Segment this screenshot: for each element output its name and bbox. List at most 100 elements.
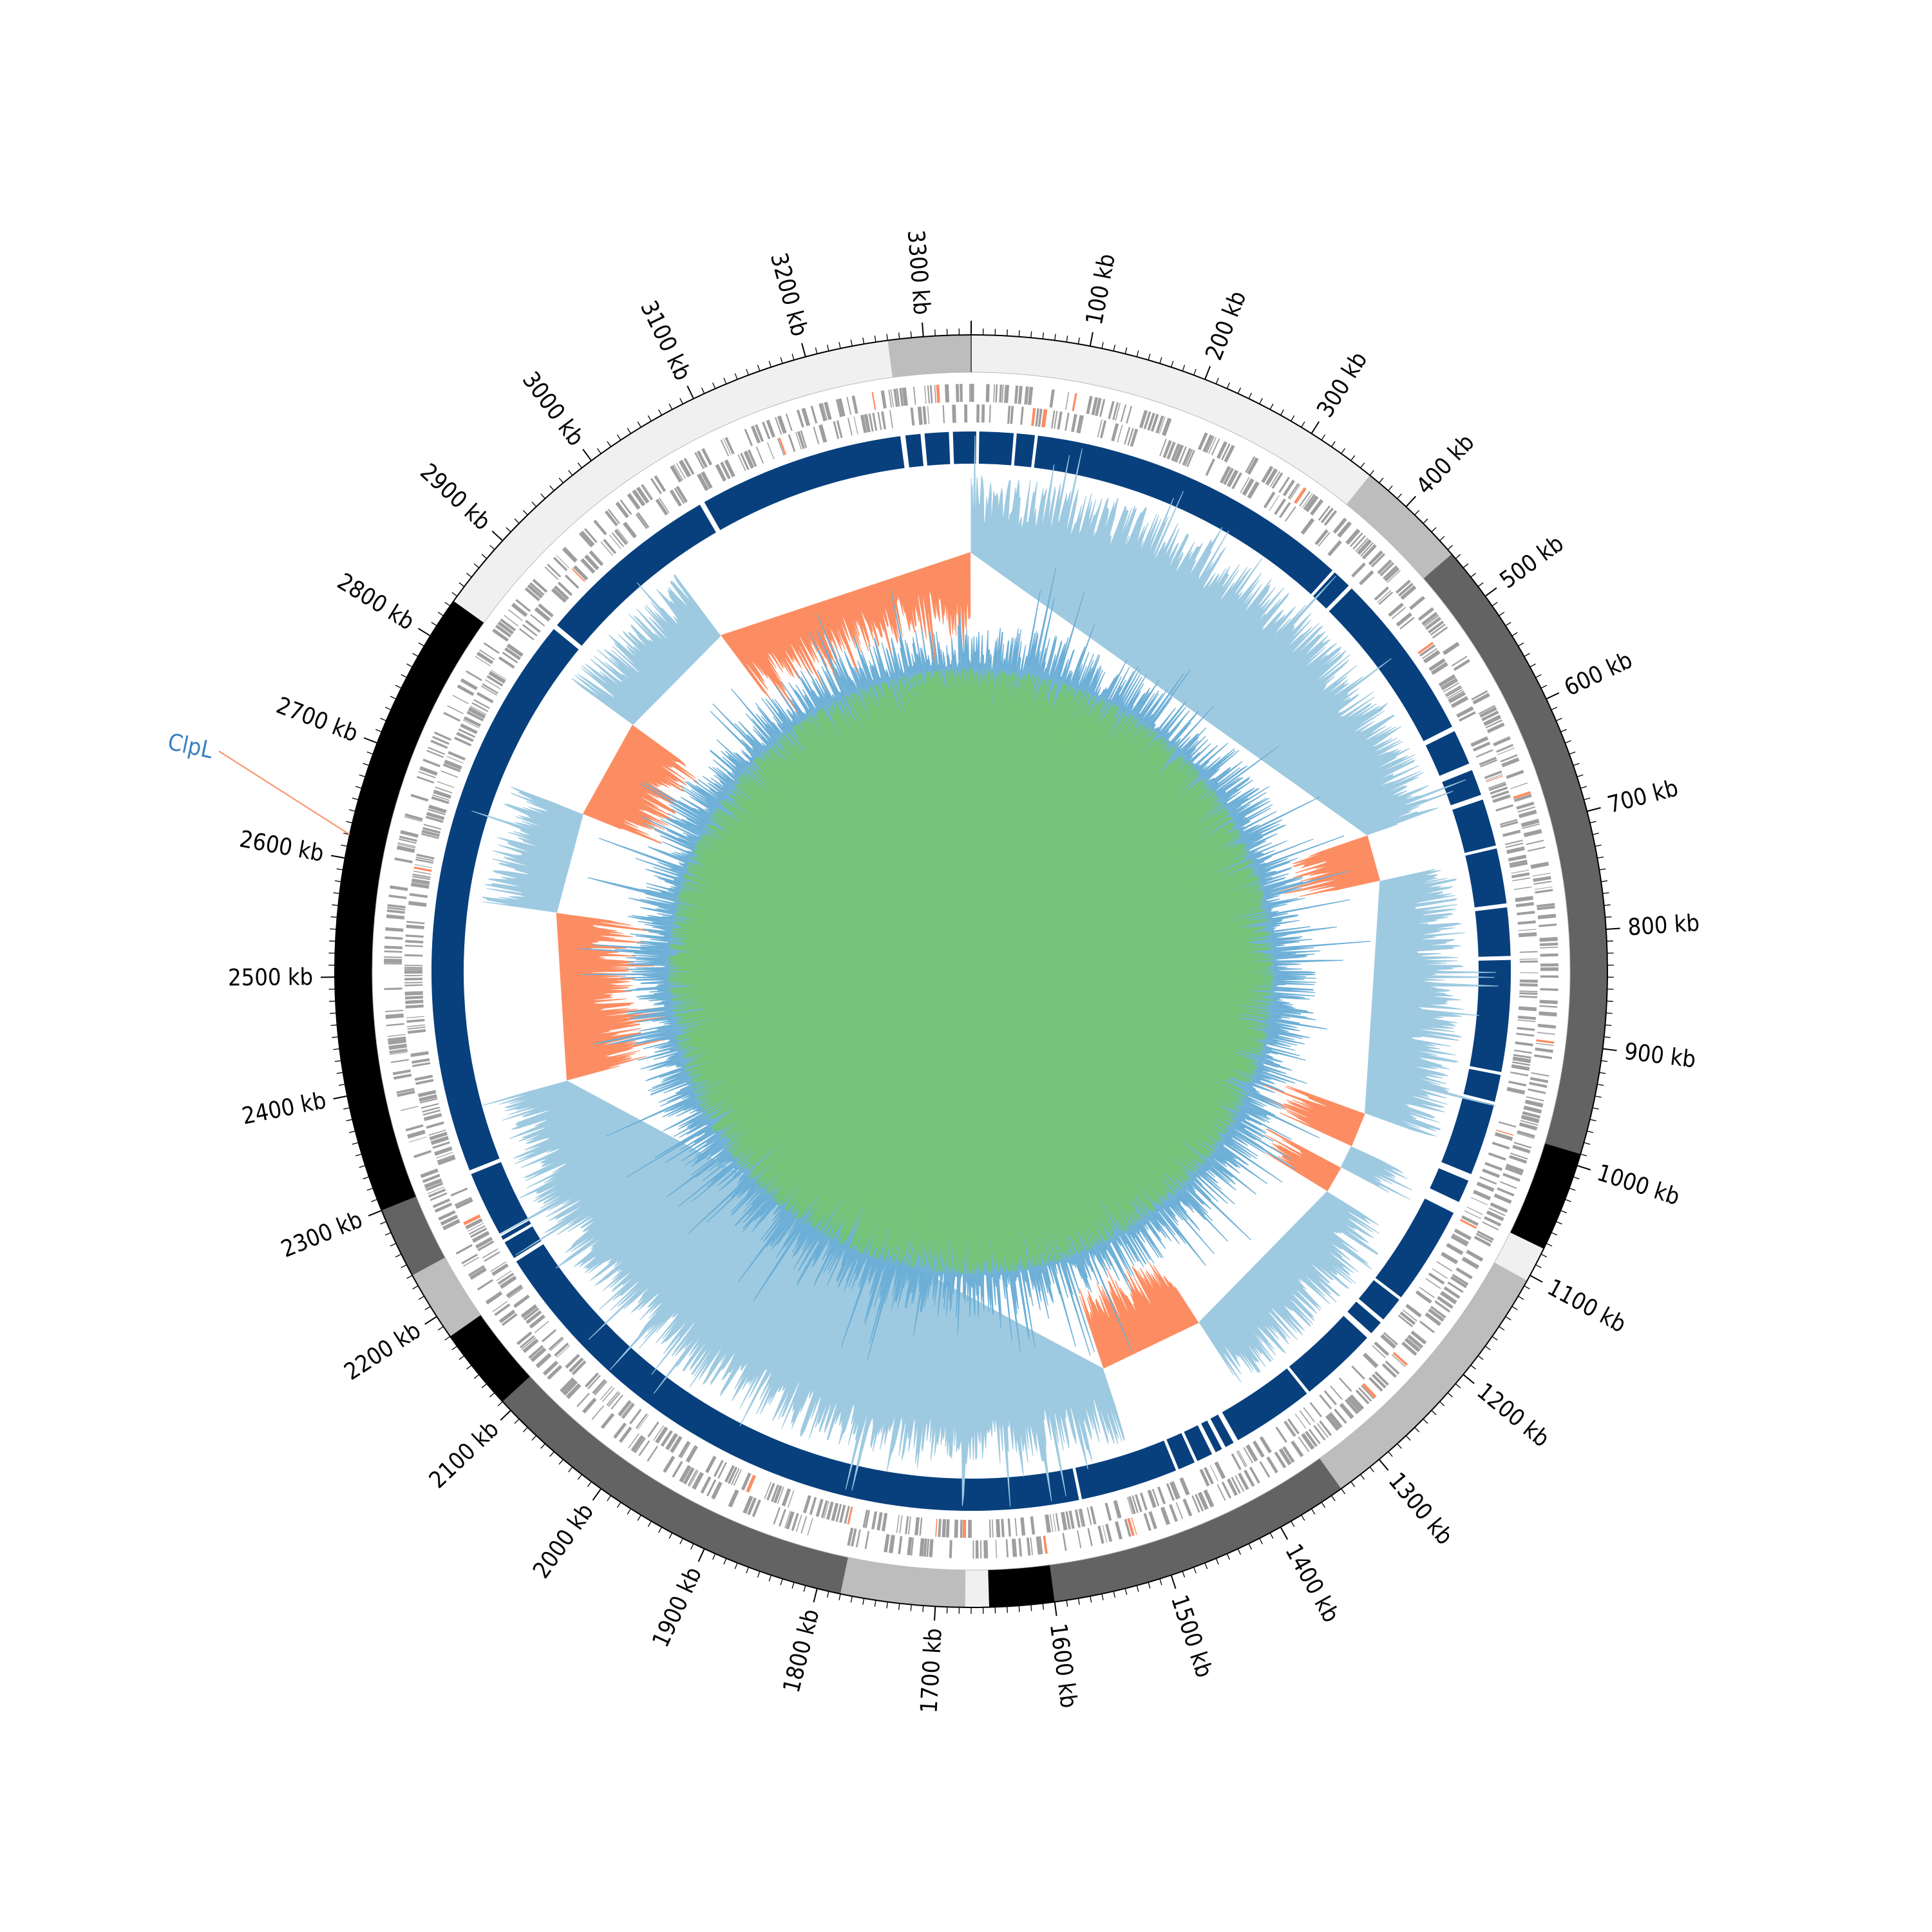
gene-feature xyxy=(1490,786,1508,795)
major-tick xyxy=(333,1095,348,1100)
gene-feature xyxy=(483,642,500,654)
gene-feature xyxy=(397,844,416,849)
gene-feature xyxy=(1319,1394,1332,1410)
gene-feature xyxy=(1511,1064,1530,1071)
feature-ring xyxy=(384,383,1558,1558)
gene-feature xyxy=(1244,1470,1255,1487)
gene-feature xyxy=(1211,438,1220,456)
gene-feature xyxy=(1319,1420,1332,1436)
contig-segment xyxy=(988,1564,1055,1607)
gene-feature xyxy=(1062,1533,1067,1551)
gene-feature xyxy=(1524,1099,1544,1108)
minor-tick xyxy=(1215,377,1219,384)
gene-feature xyxy=(392,1069,411,1075)
gene-feature xyxy=(1074,1509,1081,1528)
gene-feature xyxy=(1330,1385,1343,1400)
gene-feature xyxy=(414,864,433,869)
gene-feature xyxy=(1448,690,1464,701)
minor-tick xyxy=(359,774,366,777)
gc-skew-negative xyxy=(556,552,1381,1369)
gene-feature xyxy=(1355,1389,1370,1405)
minor-tick xyxy=(531,502,537,507)
gene-feature xyxy=(565,1383,582,1399)
gene-feature xyxy=(1209,1464,1218,1482)
gene-feature xyxy=(1506,1164,1524,1173)
synteny-block xyxy=(704,436,905,531)
minor-tick xyxy=(1605,916,1612,918)
gene-feature xyxy=(390,1052,408,1056)
minor-tick xyxy=(1113,1591,1116,1598)
gene-feature xyxy=(542,1360,559,1376)
minor-tick xyxy=(366,752,374,755)
minor-tick xyxy=(451,1345,458,1350)
gene-feature xyxy=(669,489,682,507)
gene-feature xyxy=(412,1062,431,1067)
gene-feature xyxy=(440,1215,459,1226)
gene-feature xyxy=(655,498,668,516)
minor-tick xyxy=(1599,868,1606,871)
gene-feature xyxy=(1400,585,1417,600)
gene-feature xyxy=(1513,1049,1532,1054)
gene-feature xyxy=(1031,408,1036,426)
gene-feature xyxy=(1480,759,1498,768)
minor-tick xyxy=(723,377,727,384)
gene-feature xyxy=(434,1202,453,1213)
gene-feature xyxy=(432,735,450,745)
gene-feature xyxy=(1374,1371,1389,1386)
gene-feature xyxy=(1535,1047,1553,1053)
minor-tick xyxy=(390,696,397,699)
gene-feature xyxy=(826,1501,834,1520)
gene-feature xyxy=(1486,1210,1504,1222)
gene-feature xyxy=(1278,477,1290,493)
synteny-block xyxy=(1475,907,1511,957)
gene-feature xyxy=(1057,411,1063,430)
gene-feature xyxy=(1534,886,1553,890)
minor-tick xyxy=(668,1532,673,1539)
minor-tick xyxy=(1148,1582,1151,1589)
gene-feature xyxy=(1519,958,1538,960)
gene-feature xyxy=(1131,1517,1137,1535)
gene-feature xyxy=(1496,1130,1514,1136)
gene-feature xyxy=(770,1484,779,1502)
gene-feature xyxy=(1204,1466,1214,1485)
minor-tick xyxy=(1423,1418,1428,1424)
tick-label: 100 kb xyxy=(1081,252,1121,327)
minor-tick xyxy=(1280,409,1284,416)
gene-feature xyxy=(678,1441,690,1458)
major-tick xyxy=(801,343,806,357)
minor-tick xyxy=(359,1165,366,1168)
gene-feature xyxy=(1522,823,1540,829)
major-tick xyxy=(1530,1274,1543,1283)
gene-feature xyxy=(450,1188,468,1197)
contig-segment xyxy=(381,1196,446,1276)
minor-tick xyxy=(1414,509,1420,516)
gene-feature xyxy=(434,1146,453,1156)
gene-feature xyxy=(1515,896,1533,902)
gene-feature xyxy=(1518,929,1537,931)
gene-feature xyxy=(942,1519,947,1538)
minor-tick xyxy=(1455,1383,1461,1388)
gene-feature xyxy=(1399,617,1415,630)
gene-feature xyxy=(491,1263,509,1276)
gene-feature xyxy=(1537,1023,1557,1029)
gene-feature xyxy=(1513,886,1532,890)
gene-feature xyxy=(955,384,960,402)
synteny-block xyxy=(1430,1168,1469,1202)
gene-feature xyxy=(1479,757,1497,766)
gene-feature xyxy=(1532,873,1551,877)
gene-feature xyxy=(430,1192,448,1201)
gene-feature xyxy=(404,996,424,999)
gene-feature xyxy=(1338,1377,1352,1392)
gene-feature xyxy=(467,1222,484,1232)
gene-feature xyxy=(1127,428,1134,446)
gene-feature xyxy=(1425,616,1442,630)
gene-feature xyxy=(1148,1511,1157,1530)
gene-feature xyxy=(654,475,667,493)
minor-tick xyxy=(826,345,829,352)
minor-tick xyxy=(668,403,673,410)
synteny-block xyxy=(1425,731,1470,776)
gene-feature xyxy=(1481,710,1499,721)
minor-tick xyxy=(780,1578,783,1586)
gene-feature xyxy=(862,1510,868,1528)
minor-tick xyxy=(734,1562,738,1569)
